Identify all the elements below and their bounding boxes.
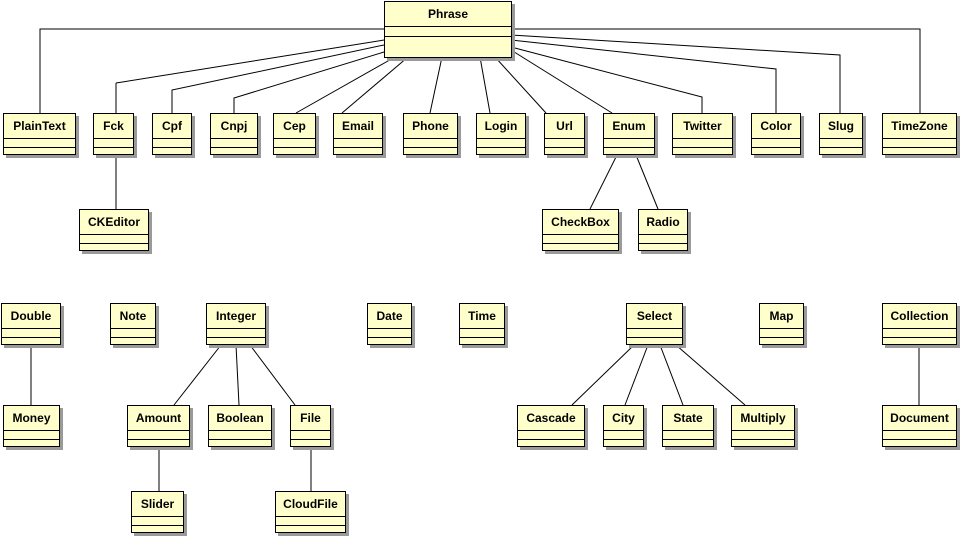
edge-enum-checkbox bbox=[589, 154, 618, 210]
class-cep[interactable]: Cep bbox=[273, 113, 316, 155]
class-color[interactable]: Color bbox=[751, 113, 801, 155]
class-name: Fck bbox=[103, 119, 124, 133]
class-name: CKEditor bbox=[88, 215, 140, 229]
class-name: Cascade bbox=[526, 411, 576, 425]
class-name: Map bbox=[769, 309, 794, 323]
class-time[interactable]: Time bbox=[459, 303, 505, 345]
class-name: Twitter bbox=[683, 119, 722, 133]
edge-select-cascade bbox=[571, 344, 635, 406]
edge-integer-file bbox=[249, 344, 296, 406]
class-document[interactable]: Document bbox=[882, 405, 957, 447]
class-phone[interactable]: Phone bbox=[403, 113, 458, 155]
class-name: PlainText bbox=[13, 119, 66, 133]
class-note[interactable]: Note bbox=[110, 303, 156, 345]
class-phrase[interactable]: Phrase bbox=[384, 1, 512, 58]
edge-phrase-slug bbox=[510, 34, 841, 113]
class-name: Login bbox=[484, 119, 518, 133]
class-login[interactable]: Login bbox=[476, 113, 526, 155]
class-name: Integer bbox=[215, 309, 256, 323]
class-name: State bbox=[673, 411, 703, 425]
class-name: Double bbox=[10, 309, 52, 323]
class-name: Money bbox=[12, 411, 51, 425]
class-collection[interactable]: Collection bbox=[882, 303, 957, 345]
class-cnpj[interactable]: Cnpj bbox=[210, 113, 258, 155]
class-name: CheckBox bbox=[551, 215, 610, 229]
class-name: Url bbox=[556, 119, 573, 133]
edge-phrase-url bbox=[494, 56, 547, 114]
class-name: CloudFile bbox=[283, 497, 338, 511]
edge-phrase-email bbox=[341, 56, 409, 114]
class-enum[interactable]: Enum bbox=[603, 113, 655, 155]
class-integer[interactable]: Integer bbox=[206, 303, 266, 345]
class-double[interactable]: Double bbox=[1, 303, 61, 345]
class-name: Collection bbox=[890, 309, 949, 323]
class-email[interactable]: Email bbox=[333, 113, 383, 155]
class-name: Amount bbox=[135, 411, 182, 425]
class-timezone[interactable]: TimeZone bbox=[882, 113, 957, 155]
class-ckeditor[interactable]: CKEditor bbox=[79, 209, 149, 251]
class-cpf[interactable]: Cpf bbox=[152, 113, 192, 155]
edge-select-city bbox=[624, 344, 649, 406]
class-name: Cnpj bbox=[220, 119, 248, 133]
edge-select-state bbox=[659, 344, 684, 406]
class-name: Slug bbox=[828, 119, 854, 133]
class-name: Phrase bbox=[427, 7, 469, 21]
edge-phrase-enum bbox=[510, 49, 613, 114]
class-state[interactable]: State bbox=[662, 405, 714, 447]
edge-enum-radio bbox=[635, 154, 659, 210]
edge-phrase-twitter bbox=[510, 46, 703, 113]
class-name: Multiply bbox=[740, 411, 786, 425]
class-twitter[interactable]: Twitter bbox=[672, 113, 733, 155]
class-cascade[interactable]: Cascade bbox=[517, 405, 585, 447]
class-date[interactable]: Date bbox=[367, 303, 412, 345]
class-name: Document bbox=[890, 411, 949, 425]
edge-phrase-cpf bbox=[171, 44, 385, 113]
edge-phrase-cep bbox=[295, 56, 396, 114]
edge-phrase-plaintext bbox=[39, 28, 384, 113]
edge-integer-boolean bbox=[235, 344, 240, 406]
class-amount[interactable]: Amount bbox=[127, 405, 190, 447]
edge-phrase-phone bbox=[429, 56, 443, 114]
class-radio[interactable]: Radio bbox=[638, 209, 688, 251]
class-name: File bbox=[300, 411, 321, 425]
edge-select-multiply bbox=[675, 344, 746, 406]
class-name: City bbox=[612, 411, 635, 425]
class-name: Date bbox=[376, 309, 403, 323]
class-name: Cep bbox=[283, 119, 306, 133]
class-name: Phone bbox=[412, 119, 449, 133]
class-checkbox[interactable]: CheckBox bbox=[542, 209, 619, 251]
class-name: Time bbox=[468, 309, 496, 323]
edge-phrase-fck bbox=[115, 39, 385, 84]
class-select[interactable]: Select bbox=[626, 303, 683, 345]
class-multiply[interactable]: Multiply bbox=[731, 405, 795, 447]
class-slug[interactable]: Slug bbox=[819, 113, 863, 155]
class-cloudfile[interactable]: CloudFile bbox=[275, 491, 346, 533]
class-map[interactable]: Map bbox=[759, 303, 804, 345]
edge-phrase-color bbox=[510, 39, 777, 113]
class-name: Note bbox=[119, 309, 147, 323]
class-name: Boolean bbox=[216, 411, 264, 425]
class-plaintext[interactable]: PlainText bbox=[3, 113, 76, 155]
class-fck[interactable]: Fck bbox=[93, 113, 134, 155]
class-name: Email bbox=[341, 119, 374, 133]
class-url[interactable]: Url bbox=[544, 113, 585, 155]
edge-phrase-login bbox=[479, 56, 491, 114]
class-name: Slider bbox=[140, 497, 175, 511]
edge-integer-amount bbox=[173, 344, 222, 406]
class-name: Enum bbox=[612, 119, 646, 133]
class-city[interactable]: City bbox=[603, 405, 644, 447]
class-file[interactable]: File bbox=[290, 405, 331, 447]
edge-phrase-timezone bbox=[511, 28, 921, 113]
class-name: Cpf bbox=[162, 119, 182, 133]
edge-phrase-cnpj bbox=[233, 51, 385, 113]
class-slider[interactable]: Slider bbox=[131, 491, 184, 533]
class-name: Color bbox=[760, 119, 792, 133]
class-name: TimeZone bbox=[891, 119, 948, 133]
class-name: Select bbox=[636, 309, 673, 323]
class-boolean[interactable]: Boolean bbox=[208, 405, 272, 447]
class-money[interactable]: Money bbox=[3, 405, 60, 447]
class-name: Radio bbox=[646, 215, 680, 229]
